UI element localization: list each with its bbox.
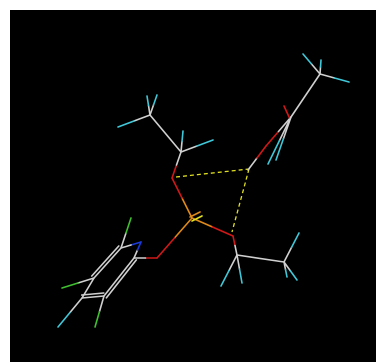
aromatic-bond (90, 245, 120, 277)
c-o-bond (256, 145, 267, 159)
o-c-bond (277, 116, 292, 133)
hydrogen-bond-group (175, 168, 250, 233)
c-h-bond (180, 140, 183, 153)
c-cl-bond (120, 232, 127, 249)
o-c-bond (234, 244, 238, 256)
c-h-bond (319, 59, 322, 68)
c-h-bond (302, 53, 313, 65)
p-o-bond (156, 237, 176, 259)
hydrogen-bond (231, 168, 250, 233)
c-cl-bond (61, 282, 79, 289)
o-c-bond (171, 164, 178, 179)
p-s-double-bond (189, 211, 201, 218)
ring-bond (93, 247, 122, 279)
c-h-bond (283, 261, 287, 271)
p-s-double-bond (191, 215, 203, 222)
molecule-viewport[interactable] (10, 10, 376, 362)
c-o-bond (247, 157, 258, 171)
c-o-double-bond (283, 105, 291, 120)
c-cl-bond (94, 310, 101, 328)
p-o-bond (211, 226, 234, 237)
ring-bond (120, 244, 132, 249)
c-h-bond (290, 232, 300, 249)
c-h-bond (117, 120, 135, 128)
ring-bond (81, 295, 105, 299)
aromatic-bond (105, 259, 138, 299)
c-h-bond (133, 114, 151, 122)
c-h-bond (196, 139, 214, 147)
c-c-bond (149, 114, 182, 153)
c-h-bond (146, 95, 150, 107)
c-h-bond (319, 73, 336, 79)
c-h-bond (275, 137, 285, 161)
c-h-bond (228, 254, 238, 272)
aromatic-bond (80, 292, 105, 296)
c-cl-bond (98, 295, 105, 313)
p-o-bond (171, 177, 183, 199)
c-h-bond (282, 116, 292, 140)
c-h-bond (181, 130, 184, 143)
c-h-bond (319, 66, 322, 75)
c-h-bond (220, 269, 230, 287)
c-cl-bond (77, 277, 95, 284)
ring-bond (130, 241, 142, 246)
c-h-bond (333, 77, 350, 83)
o-c-bond (232, 235, 236, 247)
c-h-bond (69, 297, 83, 314)
ring-bond (136, 241, 142, 251)
c-h-bond (238, 268, 243, 284)
c-h-bond (152, 94, 158, 106)
hydrogen-bond (175, 168, 250, 178)
c-h-bond (149, 104, 155, 116)
bond-group (57, 53, 350, 328)
c-h-bond (180, 145, 198, 153)
ring-bond (133, 249, 139, 259)
p-o-bond (181, 197, 193, 219)
c-c-bond (236, 254, 285, 263)
c-cl-bond (125, 217, 132, 234)
c-c-bond (290, 73, 321, 118)
c-h-bond (267, 139, 281, 165)
ring-bond (103, 257, 135, 297)
o-c-bond (265, 130, 280, 147)
c-h-bond (57, 311, 71, 328)
molecule-structure (57, 53, 350, 328)
c-h-bond (289, 270, 298, 281)
c-h-bond (310, 63, 321, 75)
c-h-bond (236, 254, 241, 270)
c-h-bond (284, 268, 288, 278)
o-c-bond (175, 151, 182, 166)
p-o-bond (173, 217, 193, 239)
c-h-bond (283, 246, 293, 263)
